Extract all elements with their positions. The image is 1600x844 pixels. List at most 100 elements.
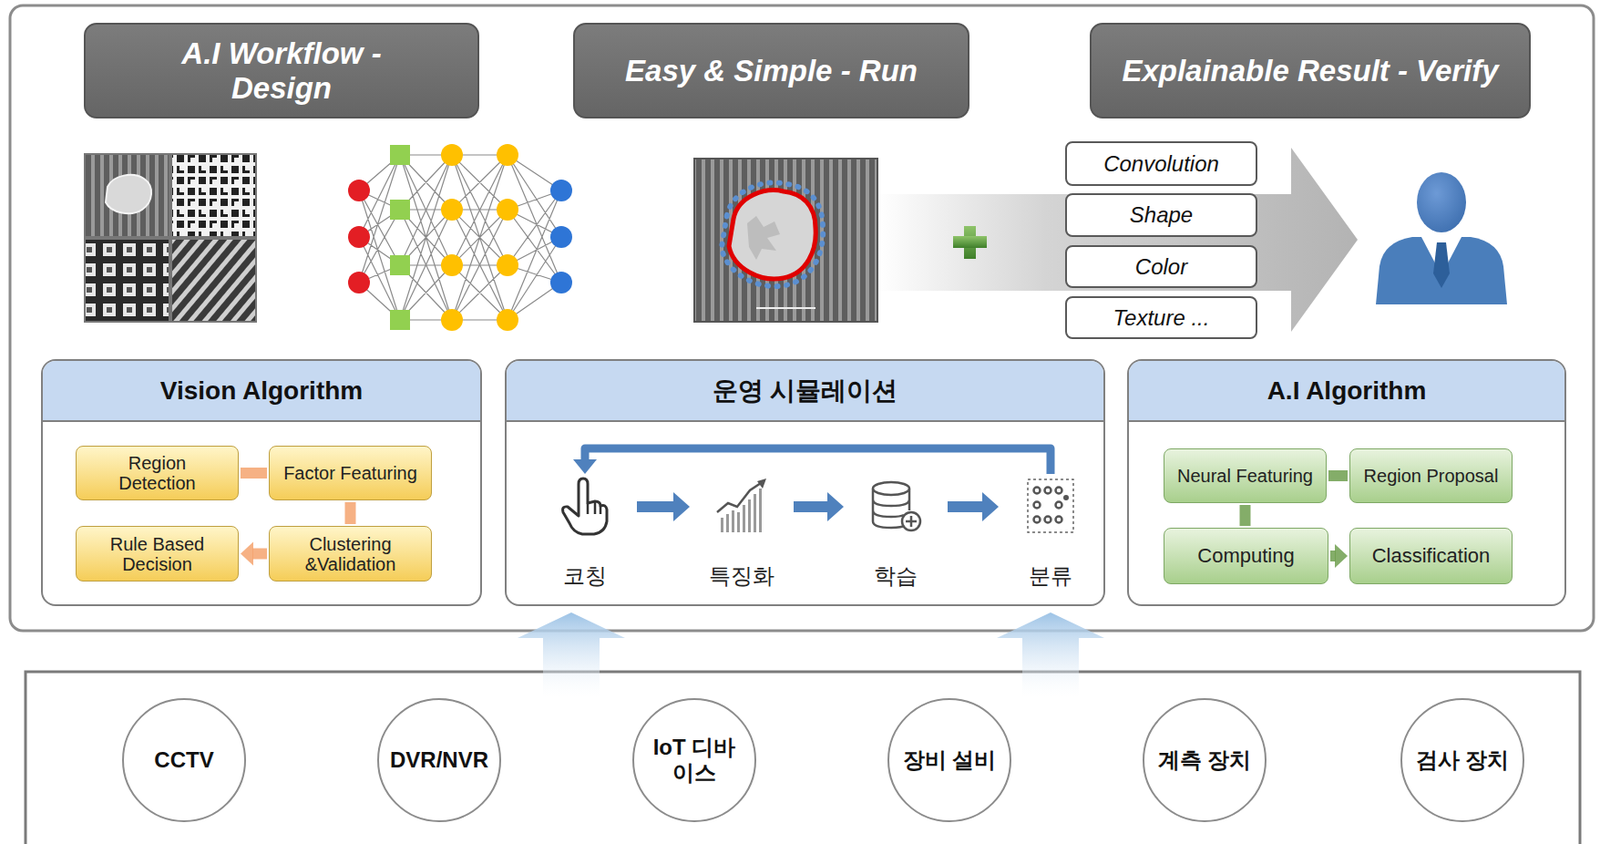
- node-label: Factor Featuring: [283, 462, 418, 483]
- connector-line: [240, 467, 267, 479]
- illustration-part: [1034, 487, 1063, 524]
- illustration-part: [85, 239, 169, 321]
- node-label: Shape: [1129, 202, 1193, 228]
- illustration-part: [563, 478, 607, 534]
- node-label: 계측 장치: [1158, 747, 1252, 773]
- panel-heading: Vision Algorithm: [42, 360, 481, 422]
- stage-title: A.I Workflow - Design: [144, 36, 419, 106]
- ai-step-box: Region Proposal: [1349, 448, 1513, 503]
- illustration-part: [1045, 487, 1052, 494]
- illustration-part: [172, 154, 256, 236]
- illustration-part: [872, 482, 910, 495]
- illustration-part: [389, 199, 411, 220]
- source-circle: 계측 장치: [1142, 697, 1267, 822]
- illustration-part: [389, 144, 411, 330]
- vision-step-box: Region Detection: [75, 445, 239, 501]
- illustration-part: [902, 512, 921, 531]
- illustration-part: [550, 271, 573, 294]
- illustration-part: [905, 515, 917, 527]
- illustration-part: [758, 488, 762, 533]
- node-label: IoT 디바이스: [646, 734, 742, 785]
- illustration-part: [1027, 479, 1074, 533]
- node-label: CCTV: [153, 747, 214, 773]
- illustration-part: [10, 5, 1594, 631]
- illustration-part: [1416, 172, 1467, 233]
- connector-line: [793, 501, 829, 513]
- connector-line: [1240, 504, 1252, 526]
- node-label: 검사 장치: [1415, 747, 1510, 773]
- simulation-step: 분류: [1000, 475, 1101, 591]
- illustration-part: [694, 158, 878, 322]
- illustration-part: [441, 308, 463, 331]
- stage-header: A.I Workflow - Design: [83, 22, 480, 119]
- feature-box: Shape: [1065, 193, 1258, 237]
- illustration-part: [517, 612, 626, 698]
- panel-heading: 운영 시뮬레이션: [506, 360, 1104, 422]
- flow-connector: [573, 448, 1051, 474]
- source-circle: CCTV: [122, 697, 247, 822]
- illustration-part: [753, 493, 757, 533]
- node-label: 분류: [1028, 561, 1073, 591]
- illustration-part: [496, 143, 519, 166]
- feature-box: Texture ...: [1065, 296, 1258, 339]
- feature-box: Convolution: [1065, 141, 1258, 186]
- panel: A.I AlgorithmNeural Featuring Region Prop…: [1127, 358, 1567, 606]
- illustration-part: [348, 271, 370, 294]
- illustration-part: [348, 179, 370, 294]
- illustration-part: [441, 198, 463, 221]
- flow-connector: [349, 502, 351, 524]
- illustration-part: [720, 488, 762, 533]
- node-label: Clustering &Validation: [282, 533, 420, 575]
- node-label: Convolution: [1103, 151, 1220, 177]
- connector-line: [345, 502, 357, 524]
- panel-heading: A.I Algorithm: [1128, 360, 1565, 422]
- illustration-part: [748, 499, 751, 533]
- node-label: DVR/NVR: [389, 747, 489, 773]
- illustration-part: [441, 254, 463, 277]
- node-label: Region Detection: [89, 452, 226, 493]
- illustration-part: [717, 482, 761, 513]
- illustration-part: [25, 671, 1580, 844]
- illustration-part: [1045, 516, 1052, 524]
- step-icon: [709, 475, 774, 536]
- illustration-part: [1056, 516, 1063, 524]
- illustration-part: [757, 478, 767, 489]
- illustration-part: [1056, 502, 1063, 509]
- stage-header: Easy & Simple - Run: [573, 22, 970, 119]
- node-label: Computing: [1197, 544, 1294, 567]
- arrow-head: [240, 542, 254, 566]
- illustration-part: [1056, 487, 1063, 494]
- connector-line: [252, 548, 267, 560]
- node-label: 장비 설비: [902, 747, 997, 773]
- illustration-part: [105, 174, 152, 214]
- stage-title: Easy & Simple - Run: [625, 53, 918, 89]
- simulation-step: 학습: [845, 475, 946, 591]
- illustration-part: [389, 255, 411, 276]
- illustration-part: [389, 309, 411, 330]
- arrow-head: [573, 459, 597, 474]
- illustration-part: [441, 143, 519, 331]
- vision-step-box: Clustering &Validation: [268, 525, 432, 582]
- illustration-part: [496, 198, 519, 221]
- vision-step-box: Rule Based Decision: [75, 525, 239, 582]
- illustration-part: [83, 153, 257, 323]
- illustration-part: [348, 179, 370, 202]
- simulation-step: 코칭: [534, 475, 636, 591]
- flow-connector: [240, 472, 267, 474]
- illustration-part: [348, 225, 370, 248]
- connector-line: [584, 448, 1051, 474]
- step-icon: [1018, 475, 1083, 536]
- illustration-part: [1034, 487, 1041, 494]
- node-label: Rule Based Decision: [89, 533, 226, 575]
- flow-connector: [1244, 504, 1246, 526]
- illustration-part: [587, 501, 601, 514]
- node-label: Neural Featuring: [1177, 465, 1313, 486]
- step-icon: [863, 475, 928, 536]
- flow-connector: [240, 542, 267, 566]
- illustration-part: [1063, 494, 1069, 501]
- illustration-part: [731, 510, 735, 533]
- connector-line: [636, 501, 675, 513]
